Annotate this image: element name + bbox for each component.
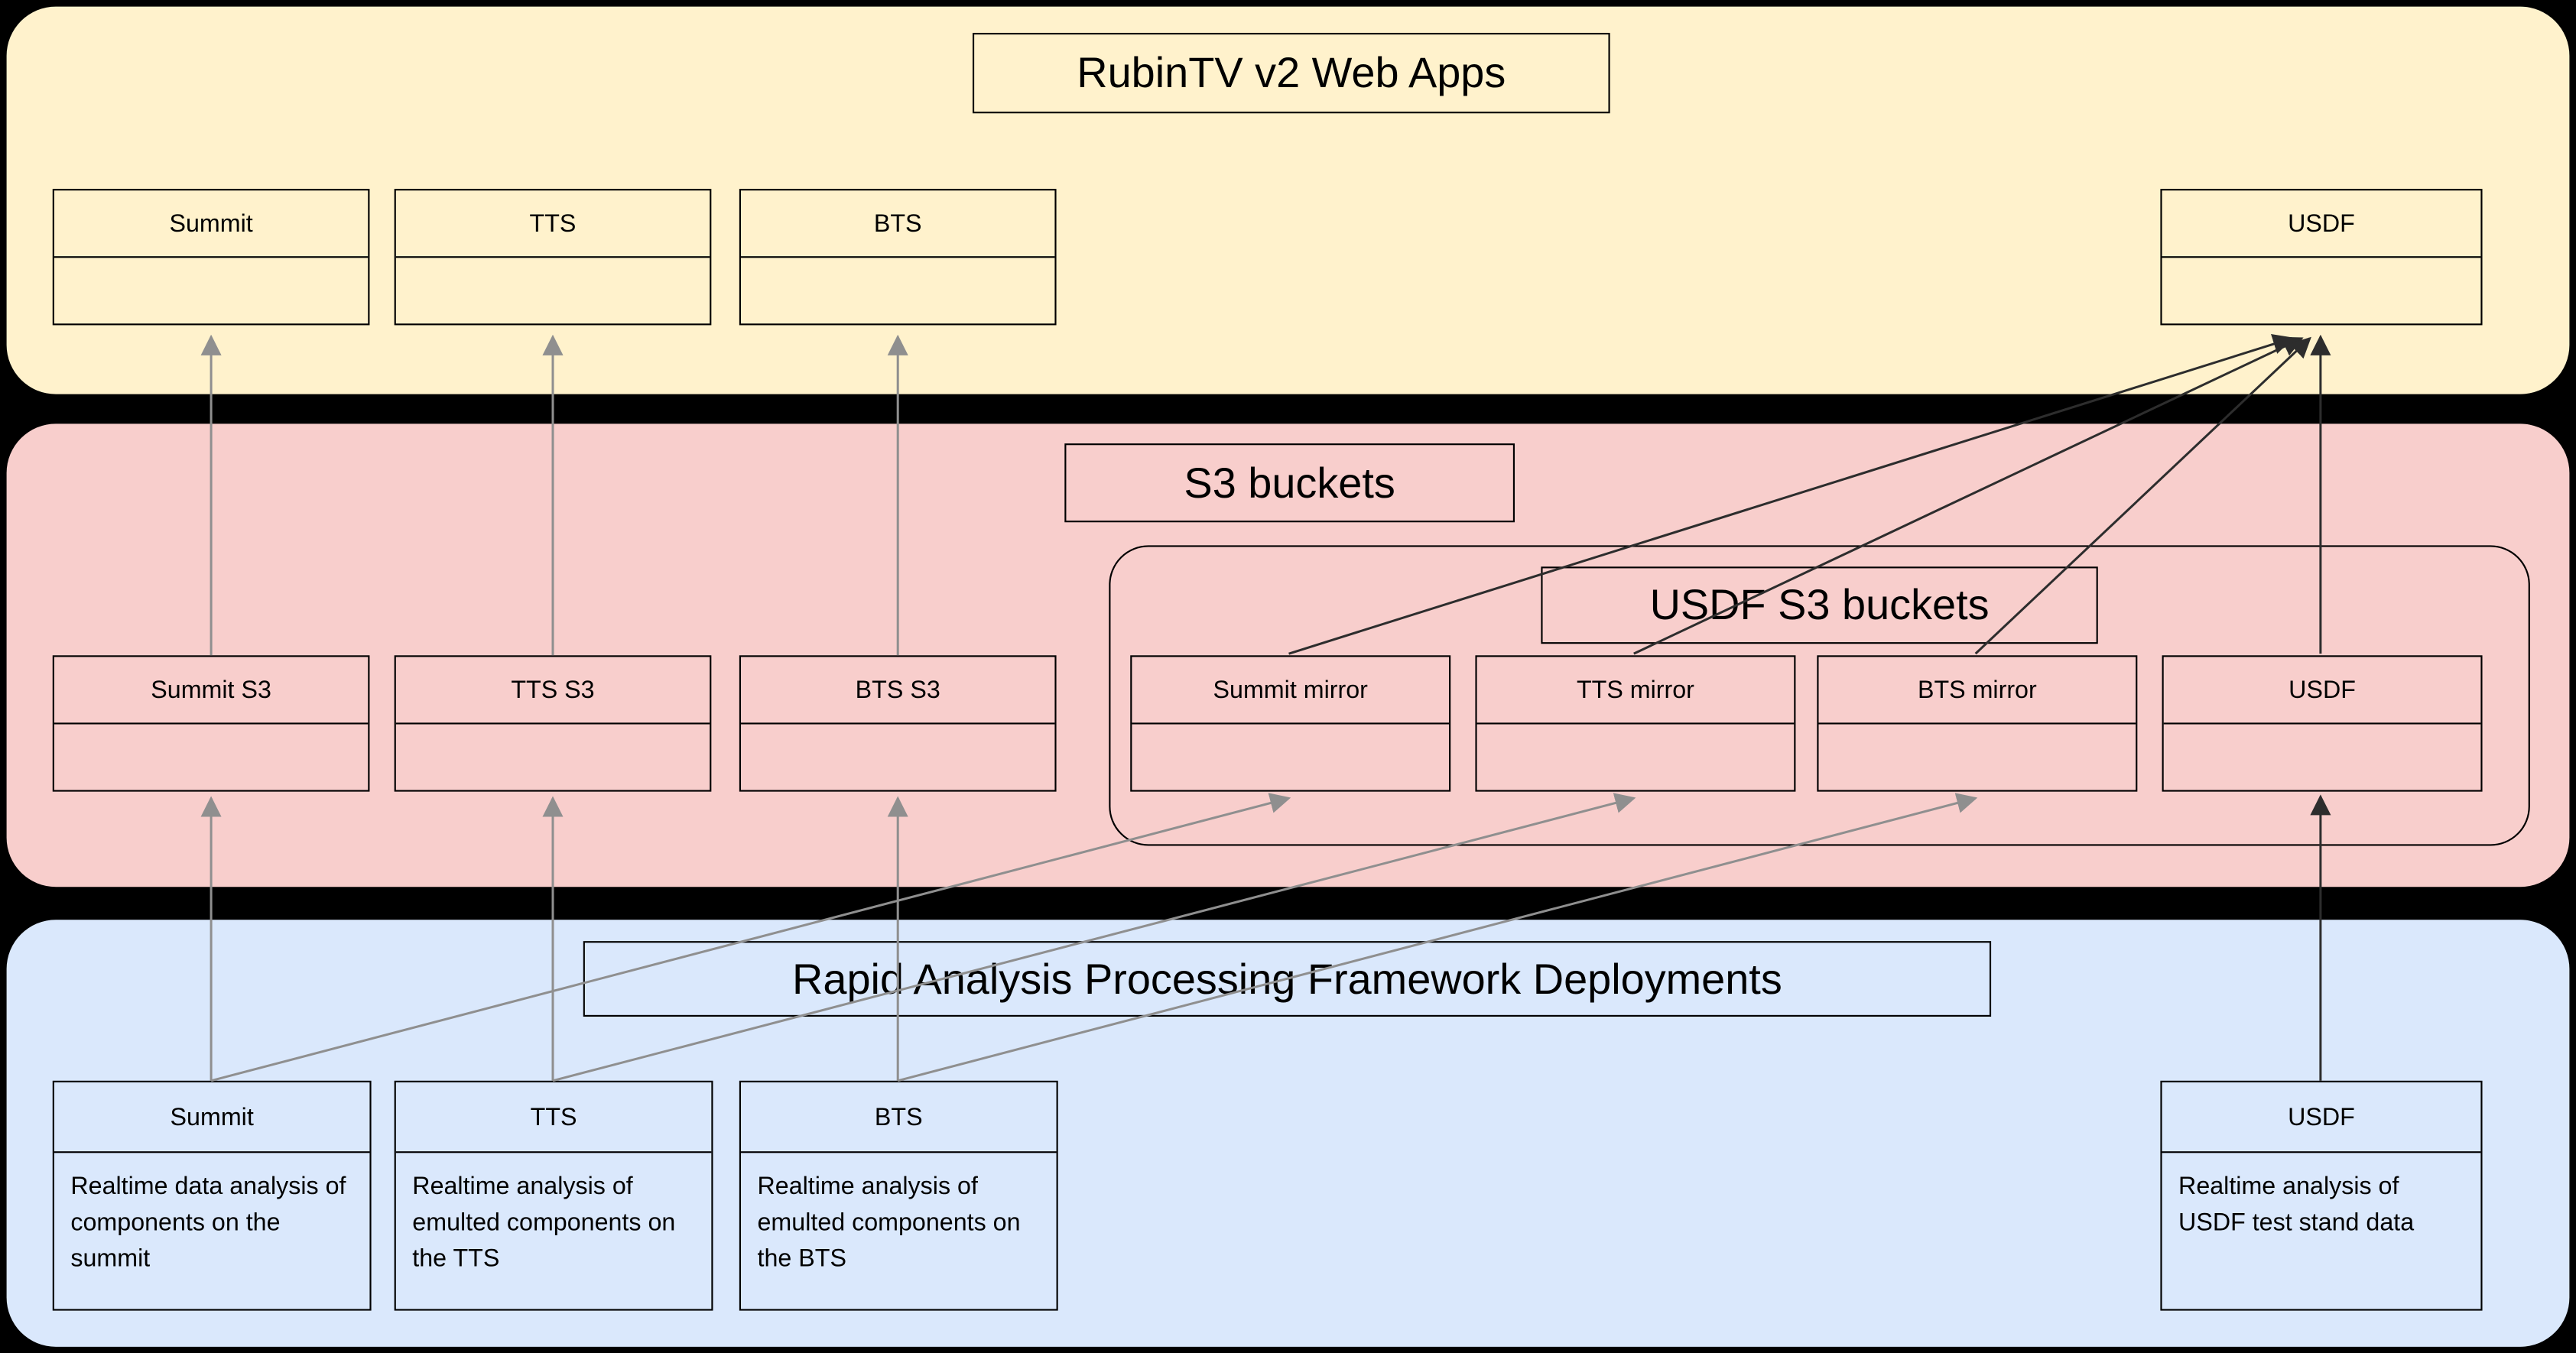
- bts-deployment-description: Realtime analysis of emulted components …: [757, 1173, 1021, 1273]
- tts-deployment-node: TTS Realtime analysis of emulted compone…: [394, 1080, 713, 1311]
- webapp-usdf-node: USDF: [2160, 189, 2483, 326]
- tts-s3-body: [396, 725, 710, 790]
- tts-deployment-description: Realtime analysis of emulted components …: [412, 1173, 676, 1273]
- summit-s3-node: Summit S3: [52, 655, 370, 792]
- bts-deployment-label: BTS: [741, 1082, 1057, 1153]
- tts-s3-label: TTS S3: [395, 657, 710, 725]
- usdf-s3-body: [2164, 725, 2481, 790]
- bts-s3-body: [741, 725, 1054, 790]
- tts-mirror-body: [1477, 725, 1795, 790]
- tts-deployment-label: TTS: [395, 1082, 712, 1153]
- s3-band-title-label: S3 buckets: [1184, 457, 1395, 507]
- s3-band-title: S3 buckets: [1064, 443, 1515, 523]
- rapid-band: Rapid Analysis Processing Framework Depl…: [6, 920, 2570, 1347]
- summit-deployment-description: Realtime data analysis of components on …: [70, 1173, 346, 1273]
- tts-mirror-node: TTS mirror: [1475, 655, 1796, 792]
- bts-mirror-label: BTS mirror: [1818, 657, 2136, 725]
- rapid-band-title: Rapid Analysis Processing Framework Depl…: [583, 941, 1992, 1017]
- usdf-deployment-label: USDF: [2162, 1082, 2481, 1153]
- summit-mirror-body: [1132, 725, 1449, 790]
- tts-s3-node: TTS S3: [394, 655, 712, 792]
- webapp-tts-node: TTS: [394, 189, 712, 326]
- summit-mirror-label: Summit mirror: [1132, 657, 1450, 725]
- webapp-bts-node: BTS: [739, 189, 1057, 326]
- bts-mirror-node: BTS mirror: [1817, 655, 2138, 792]
- s3-band: S3 buckets Summit S3 TTS S3 BTS S3 USDF …: [6, 423, 2570, 887]
- webapp-tts-body: [396, 258, 710, 323]
- usdf-deployment-node: USDF Realtime analysis of USDF test stan…: [2160, 1080, 2483, 1311]
- webapp-usdf-body: [2162, 258, 2481, 323]
- bts-mirror-body: [1819, 725, 2136, 790]
- summit-deployment-label: Summit: [54, 1082, 370, 1153]
- webapp-tts-label: TTS: [395, 190, 710, 258]
- usdf-s3-buckets-title: USDF S3 buckets: [1541, 566, 2098, 644]
- rapid-band-title-label: Rapid Analysis Processing Framework Depl…: [792, 953, 1782, 1003]
- summit-s3-body: [54, 725, 368, 790]
- usdf-s3-label: USDF: [2163, 657, 2481, 725]
- summit-mirror-node: Summit mirror: [1130, 655, 1451, 792]
- usdf-s3-node: USDF: [2162, 655, 2483, 792]
- bts-s3-label: BTS S3: [741, 657, 1055, 725]
- summit-s3-label: Summit S3: [54, 657, 369, 725]
- usdf-s3-buckets-title-label: USDF S3 buckets: [1649, 579, 1990, 629]
- webapps-band-title: RubinTV v2 Web Apps: [972, 32, 1610, 114]
- usdf-deployment-description: Realtime analysis of USDF test stand dat…: [2178, 1173, 2415, 1237]
- tts-mirror-label: TTS mirror: [1476, 657, 1795, 725]
- webapp-bts-label: BTS: [741, 190, 1055, 258]
- summit-deployment-node: Summit Realtime data analysis of compone…: [52, 1080, 372, 1311]
- webapp-summit-node: Summit: [52, 189, 370, 326]
- webapp-usdf-label: USDF: [2162, 190, 2481, 258]
- webapp-summit-body: [54, 258, 368, 323]
- bts-s3-node: BTS S3: [739, 655, 1057, 792]
- bts-deployment-node: BTS Realtime analysis of emulted compone…: [739, 1080, 1058, 1311]
- webapps-band-title-label: RubinTV v2 Web Apps: [1077, 47, 1506, 97]
- webapp-summit-label: Summit: [54, 190, 369, 258]
- webapps-band: RubinTV v2 Web Apps Summit TTS BTS USDF: [6, 6, 2570, 394]
- webapp-bts-body: [741, 258, 1054, 323]
- usdf-s3-buckets-group: USDF S3 buckets Summit mirror TTS mirror…: [1109, 545, 2530, 846]
